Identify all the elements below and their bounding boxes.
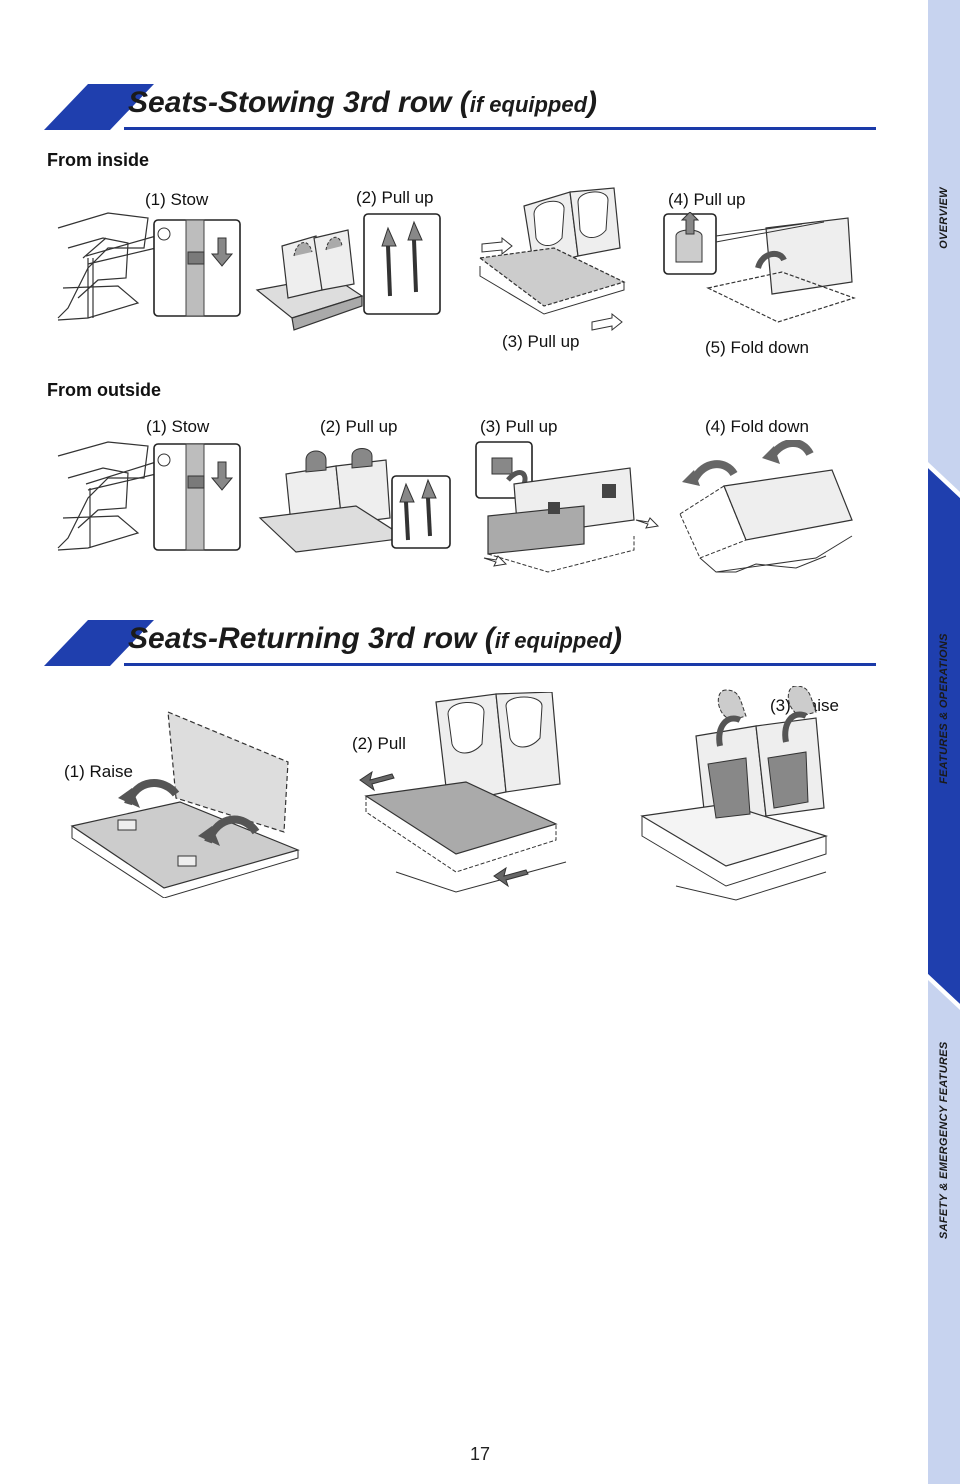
inside-step-4-caption: (4) Pull up [668,190,746,209]
inside-stow-belt-illustration [57,212,241,321]
stowing-section-title: Seats-Stowing 3rd row (if equipped) [128,86,598,119]
outside-step-1-caption: (1) Stow [146,417,210,436]
return-step-1-caption: (1) Raise [64,762,133,781]
tab-features-operations[interactable]: FEATURES & OPERATIONS [938,633,950,784]
inside-slide-cushion-illustration [478,187,626,332]
outside-fold-down-illustration [679,440,853,573]
inside-step-2-caption: (2) Pull up [356,188,434,207]
outside-step-3-caption: (3) Pull up [480,417,558,436]
active-tab-marker [928,462,960,1010]
from-outside-heading: From outside [47,380,162,400]
outside-pull-strap-illustration [475,441,660,573]
outside-pull-up-illustration [258,448,451,553]
tab-safety-emergency[interactable]: SAFETY & EMERGENCY FEATURES [938,1041,950,1239]
stowing-section-header: Seats-Stowing 3rd row (if equipped) [44,84,876,130]
tab-overview[interactable]: OVERVIEW [938,187,950,249]
header-swoosh-icon [44,84,154,130]
section-tab-strip [928,0,960,1484]
from-inside-heading: From inside [47,150,150,170]
page-number: 17 [469,1444,491,1464]
header-rule [124,127,876,130]
return-headrest-raise-illustration [640,686,829,901]
returning-section-header: Seats-Returning 3rd row (if equipped) [44,620,876,666]
inside-step-1-caption: (1) Stow [145,190,209,209]
header-swoosh-icon [44,620,154,666]
inside-fold-down-illustration [663,212,856,323]
return-raise-illustration [70,711,300,898]
inside-step-3-caption: (3) Pull up [502,332,580,351]
return-step-2-caption: (2) Pull [352,734,406,753]
return-pull-illustration [359,692,567,893]
outside-stow-belt-illustration [57,441,241,551]
outside-step-4-caption: (4) Fold down [705,417,809,436]
inside-pull-up-illustration [255,213,441,331]
inside-step-5-caption: (5) Fold down [705,338,809,357]
header-rule [124,663,876,666]
returning-section-title: Seats-Returning 3rd row (if equipped) [128,622,623,655]
outside-step-2-caption: (2) Pull up [320,417,398,436]
